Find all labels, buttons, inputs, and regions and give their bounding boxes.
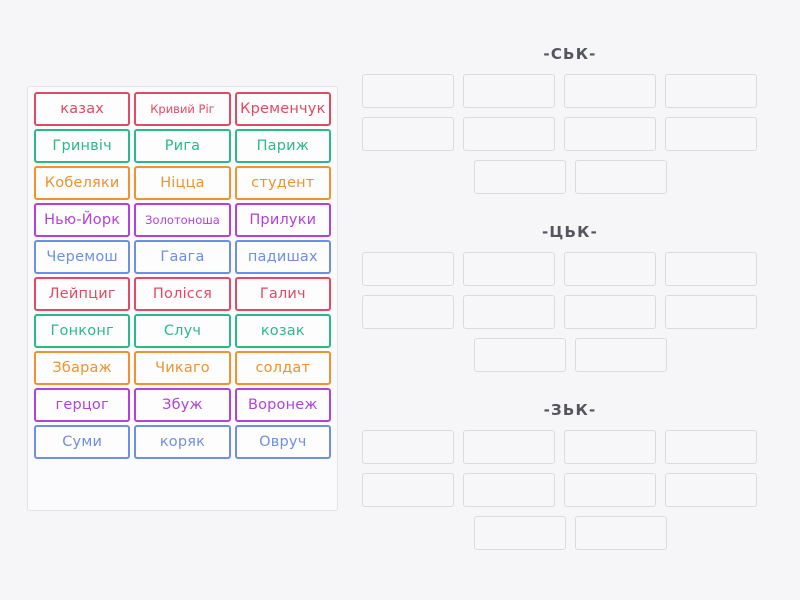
drop-zone-slot[interactable] xyxy=(362,252,454,286)
drop-zone-slot[interactable] xyxy=(564,117,656,151)
drop-zone-slot[interactable] xyxy=(362,473,454,507)
drop-zone-slot[interactable] xyxy=(564,473,656,507)
word-tile[interactable]: Галич xyxy=(234,277,331,311)
word-tile[interactable]: Кобеляки xyxy=(34,166,131,200)
word-tile[interactable]: Воронеж xyxy=(234,388,331,422)
word-tile[interactable]: Рига xyxy=(134,129,231,163)
drop-zone-row xyxy=(362,338,778,372)
word-tile[interactable]: Гринвіч xyxy=(34,129,131,163)
drop-zone-grid-sk xyxy=(362,74,778,194)
drop-zone-row xyxy=(362,473,778,507)
category-group-tsk: -ЦЬК- xyxy=(362,222,778,372)
word-tile[interactable]: Збуж xyxy=(134,388,231,422)
drop-zone-slot[interactable] xyxy=(463,74,555,108)
drop-zone-row xyxy=(362,516,778,550)
drop-zone-slot[interactable] xyxy=(665,252,757,286)
word-tile[interactable]: коряк xyxy=(134,425,231,459)
word-tile[interactable]: Кривий Ріг xyxy=(134,92,231,126)
drop-zone-slot[interactable] xyxy=(463,252,555,286)
drop-zone-slot[interactable] xyxy=(665,295,757,329)
drop-zone-slot[interactable] xyxy=(574,160,667,194)
drop-zone-slot[interactable] xyxy=(564,295,656,329)
word-tile[interactable]: Збараж xyxy=(34,351,131,385)
drop-zone-slot[interactable] xyxy=(473,338,566,372)
drop-zone-slot[interactable] xyxy=(574,338,667,372)
category-title-zk: -ЗЬК- xyxy=(543,401,597,419)
word-tile[interactable]: Золотоноша xyxy=(134,203,231,237)
word-tile[interactable]: Черемош xyxy=(34,240,131,274)
drop-zone-slot[interactable] xyxy=(362,74,454,108)
word-tile[interactable]: Гаага xyxy=(134,240,231,274)
word-tile[interactable]: Нью-Йорк xyxy=(34,203,131,237)
drop-zone-slot[interactable] xyxy=(463,295,555,329)
drop-zone-row xyxy=(362,74,778,108)
drop-zone-slot[interactable] xyxy=(564,74,656,108)
drop-zone-slot[interactable] xyxy=(463,473,555,507)
word-tile[interactable]: Прилуки xyxy=(234,203,331,237)
word-tile[interactable]: Лейпциг xyxy=(34,277,131,311)
drop-zone-grid-tsk xyxy=(362,252,778,372)
word-tile[interactable]: солдат xyxy=(234,351,331,385)
drop-zone-row xyxy=(362,117,778,151)
drop-zone-slot[interactable] xyxy=(362,117,454,151)
drop-zone-grid-zk xyxy=(362,430,778,550)
word-tile[interactable]: герцог xyxy=(34,388,131,422)
category-title-tsk: -ЦЬК- xyxy=(541,223,599,241)
drop-zone-row xyxy=(362,295,778,329)
word-tile[interactable]: Полісся xyxy=(134,277,231,311)
word-tile[interactable]: Случ xyxy=(134,314,231,348)
drop-zone-slot[interactable] xyxy=(564,430,656,464)
drop-zone-slot[interactable] xyxy=(564,252,656,286)
drop-zone-slot[interactable] xyxy=(665,117,757,151)
drop-zone-row xyxy=(362,430,778,464)
drop-zone-slot[interactable] xyxy=(665,473,757,507)
drop-zone-row xyxy=(362,252,778,286)
drop-zone-slot[interactable] xyxy=(473,160,566,194)
drop-zone-slot[interactable] xyxy=(362,430,454,464)
drop-zone-slot[interactable] xyxy=(665,74,757,108)
drop-zone-slot[interactable] xyxy=(463,430,555,464)
category-title-sk: -СЬК- xyxy=(543,45,597,63)
word-tile[interactable]: козак xyxy=(234,314,331,348)
category-group-zk: -ЗЬК- xyxy=(362,400,778,550)
word-tile[interactable]: Ніцца xyxy=(134,166,231,200)
word-tile[interactable]: Овруч xyxy=(234,425,331,459)
word-tile[interactable]: Суми xyxy=(34,425,131,459)
drop-zone-slot[interactable] xyxy=(665,430,757,464)
word-tile[interactable]: Чикаго xyxy=(134,351,231,385)
drop-zone-slot[interactable] xyxy=(463,117,555,151)
word-tile[interactable]: Гонконг xyxy=(34,314,131,348)
word-tile[interactable]: студент xyxy=(234,166,331,200)
word-tile[interactable]: Париж xyxy=(234,129,331,163)
word-tile[interactable]: казах xyxy=(34,92,131,126)
drop-zone-slot[interactable] xyxy=(473,516,566,550)
word-tile[interactable]: падишах xyxy=(234,240,331,274)
word-tile[interactable]: Кременчук xyxy=(234,92,331,126)
drop-zone-slot[interactable] xyxy=(574,516,667,550)
category-group-sk: -СЬК- xyxy=(362,44,778,194)
drop-zone-slot[interactable] xyxy=(362,295,454,329)
drop-zone-row xyxy=(362,160,778,194)
